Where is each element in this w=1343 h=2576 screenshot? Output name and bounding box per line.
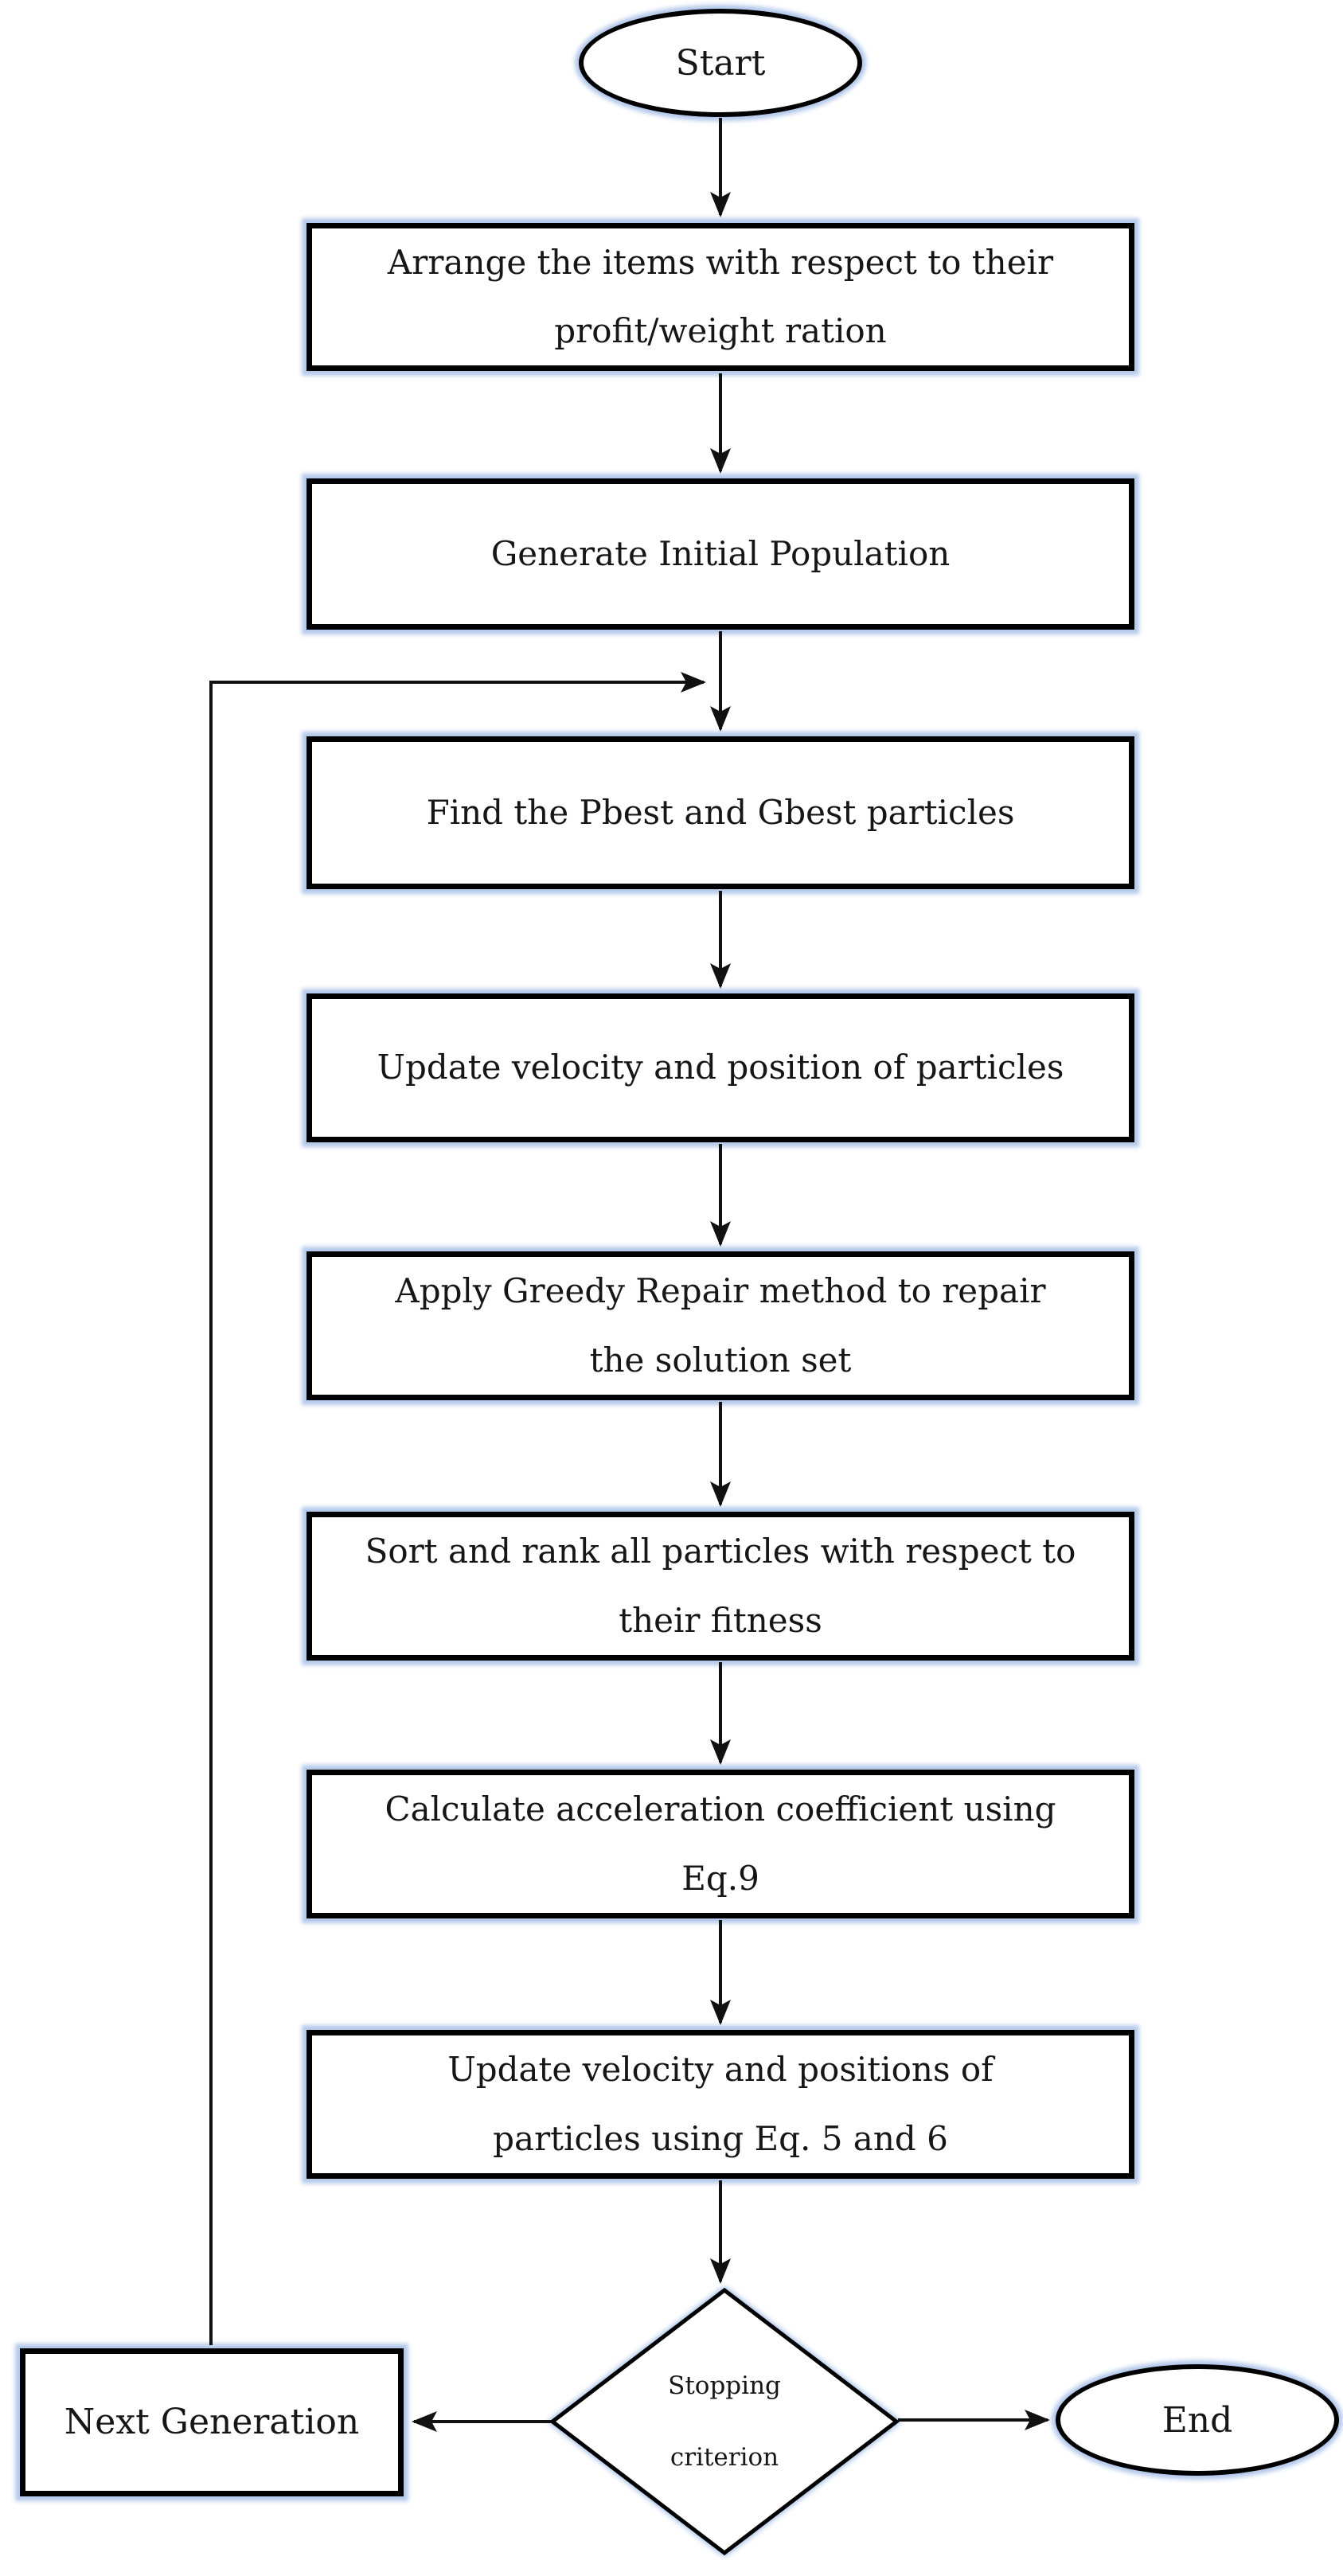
node-update-velocity-position-label: Update velocity and position of particle…: [312, 1048, 1129, 1087]
label-line: Eq.9: [681, 1858, 759, 1898]
node-stopping-criterion-label: Stopping criterion: [605, 2350, 844, 2493]
label-line: their fitness: [619, 1600, 822, 1640]
label-line: Update velocity and positions of: [447, 2050, 994, 2090]
node-greedy-repair: Apply Greedy Repair method to repair the…: [306, 1251, 1134, 1400]
node-arrange-items: Arrange the items with respect to their …: [306, 223, 1134, 371]
label-line: Update velocity and position of particle…: [377, 1048, 1064, 1087]
node-acceleration-coefficient: Calculate acceleration coefficient using…: [306, 1770, 1134, 1918]
node-find-best-particles: Find the Pbest and Gbest particles: [306, 736, 1134, 889]
node-generate-population: Generate Initial Population: [306, 478, 1134, 630]
label-line: particles using Eq. 5 and 6: [493, 2118, 948, 2158]
label-line: Sort and rank all particles with respect…: [365, 1532, 1076, 1571]
node-greedy-repair-label: Apply Greedy Repair method to repair the…: [312, 1271, 1129, 1380]
node-start: Start: [579, 9, 862, 117]
node-arrange-items-label: Arrange the items with respect to their …: [312, 242, 1129, 351]
label-line: Find the Pbest and Gbest particles: [426, 792, 1015, 832]
node-next-generation-label: Next Generation: [64, 2401, 360, 2442]
node-end-label: End: [1161, 2399, 1233, 2441]
node-find-best-particles-label: Find the Pbest and Gbest particles: [312, 792, 1129, 832]
node-sort-rank-label: Sort and rank all particles with respect…: [312, 1532, 1129, 1640]
node-start-label: Start: [675, 42, 766, 84]
label-line: Generate Initial Population: [490, 533, 951, 573]
label-line: the solution set: [589, 1340, 852, 1380]
node-next-generation: Next Generation: [20, 2348, 404, 2496]
label-line: criterion: [670, 2443, 779, 2472]
label-line: Calculate acceleration coefficient using: [385, 1790, 1056, 1829]
node-sort-rank: Sort and rank all particles with respect…: [306, 1512, 1134, 1661]
label-line: profit/weight ration: [554, 311, 887, 350]
label-line: Arrange the items with respect to their: [387, 242, 1054, 282]
node-update-velocity-position: Update velocity and position of particle…: [306, 993, 1134, 1142]
node-acceleration-coefficient-label: Calculate acceleration coefficient using…: [312, 1790, 1129, 1898]
node-update-equations-label: Update velocity and positions of particl…: [312, 2050, 1129, 2158]
node-update-equations: Update velocity and positions of particl…: [306, 2030, 1134, 2179]
label-line: Stopping: [668, 2371, 781, 2400]
node-end: End: [1056, 2364, 1339, 2476]
node-generate-population-label: Generate Initial Population: [312, 533, 1129, 573]
label-line: Apply Greedy Repair method to repair: [395, 1271, 1046, 1311]
